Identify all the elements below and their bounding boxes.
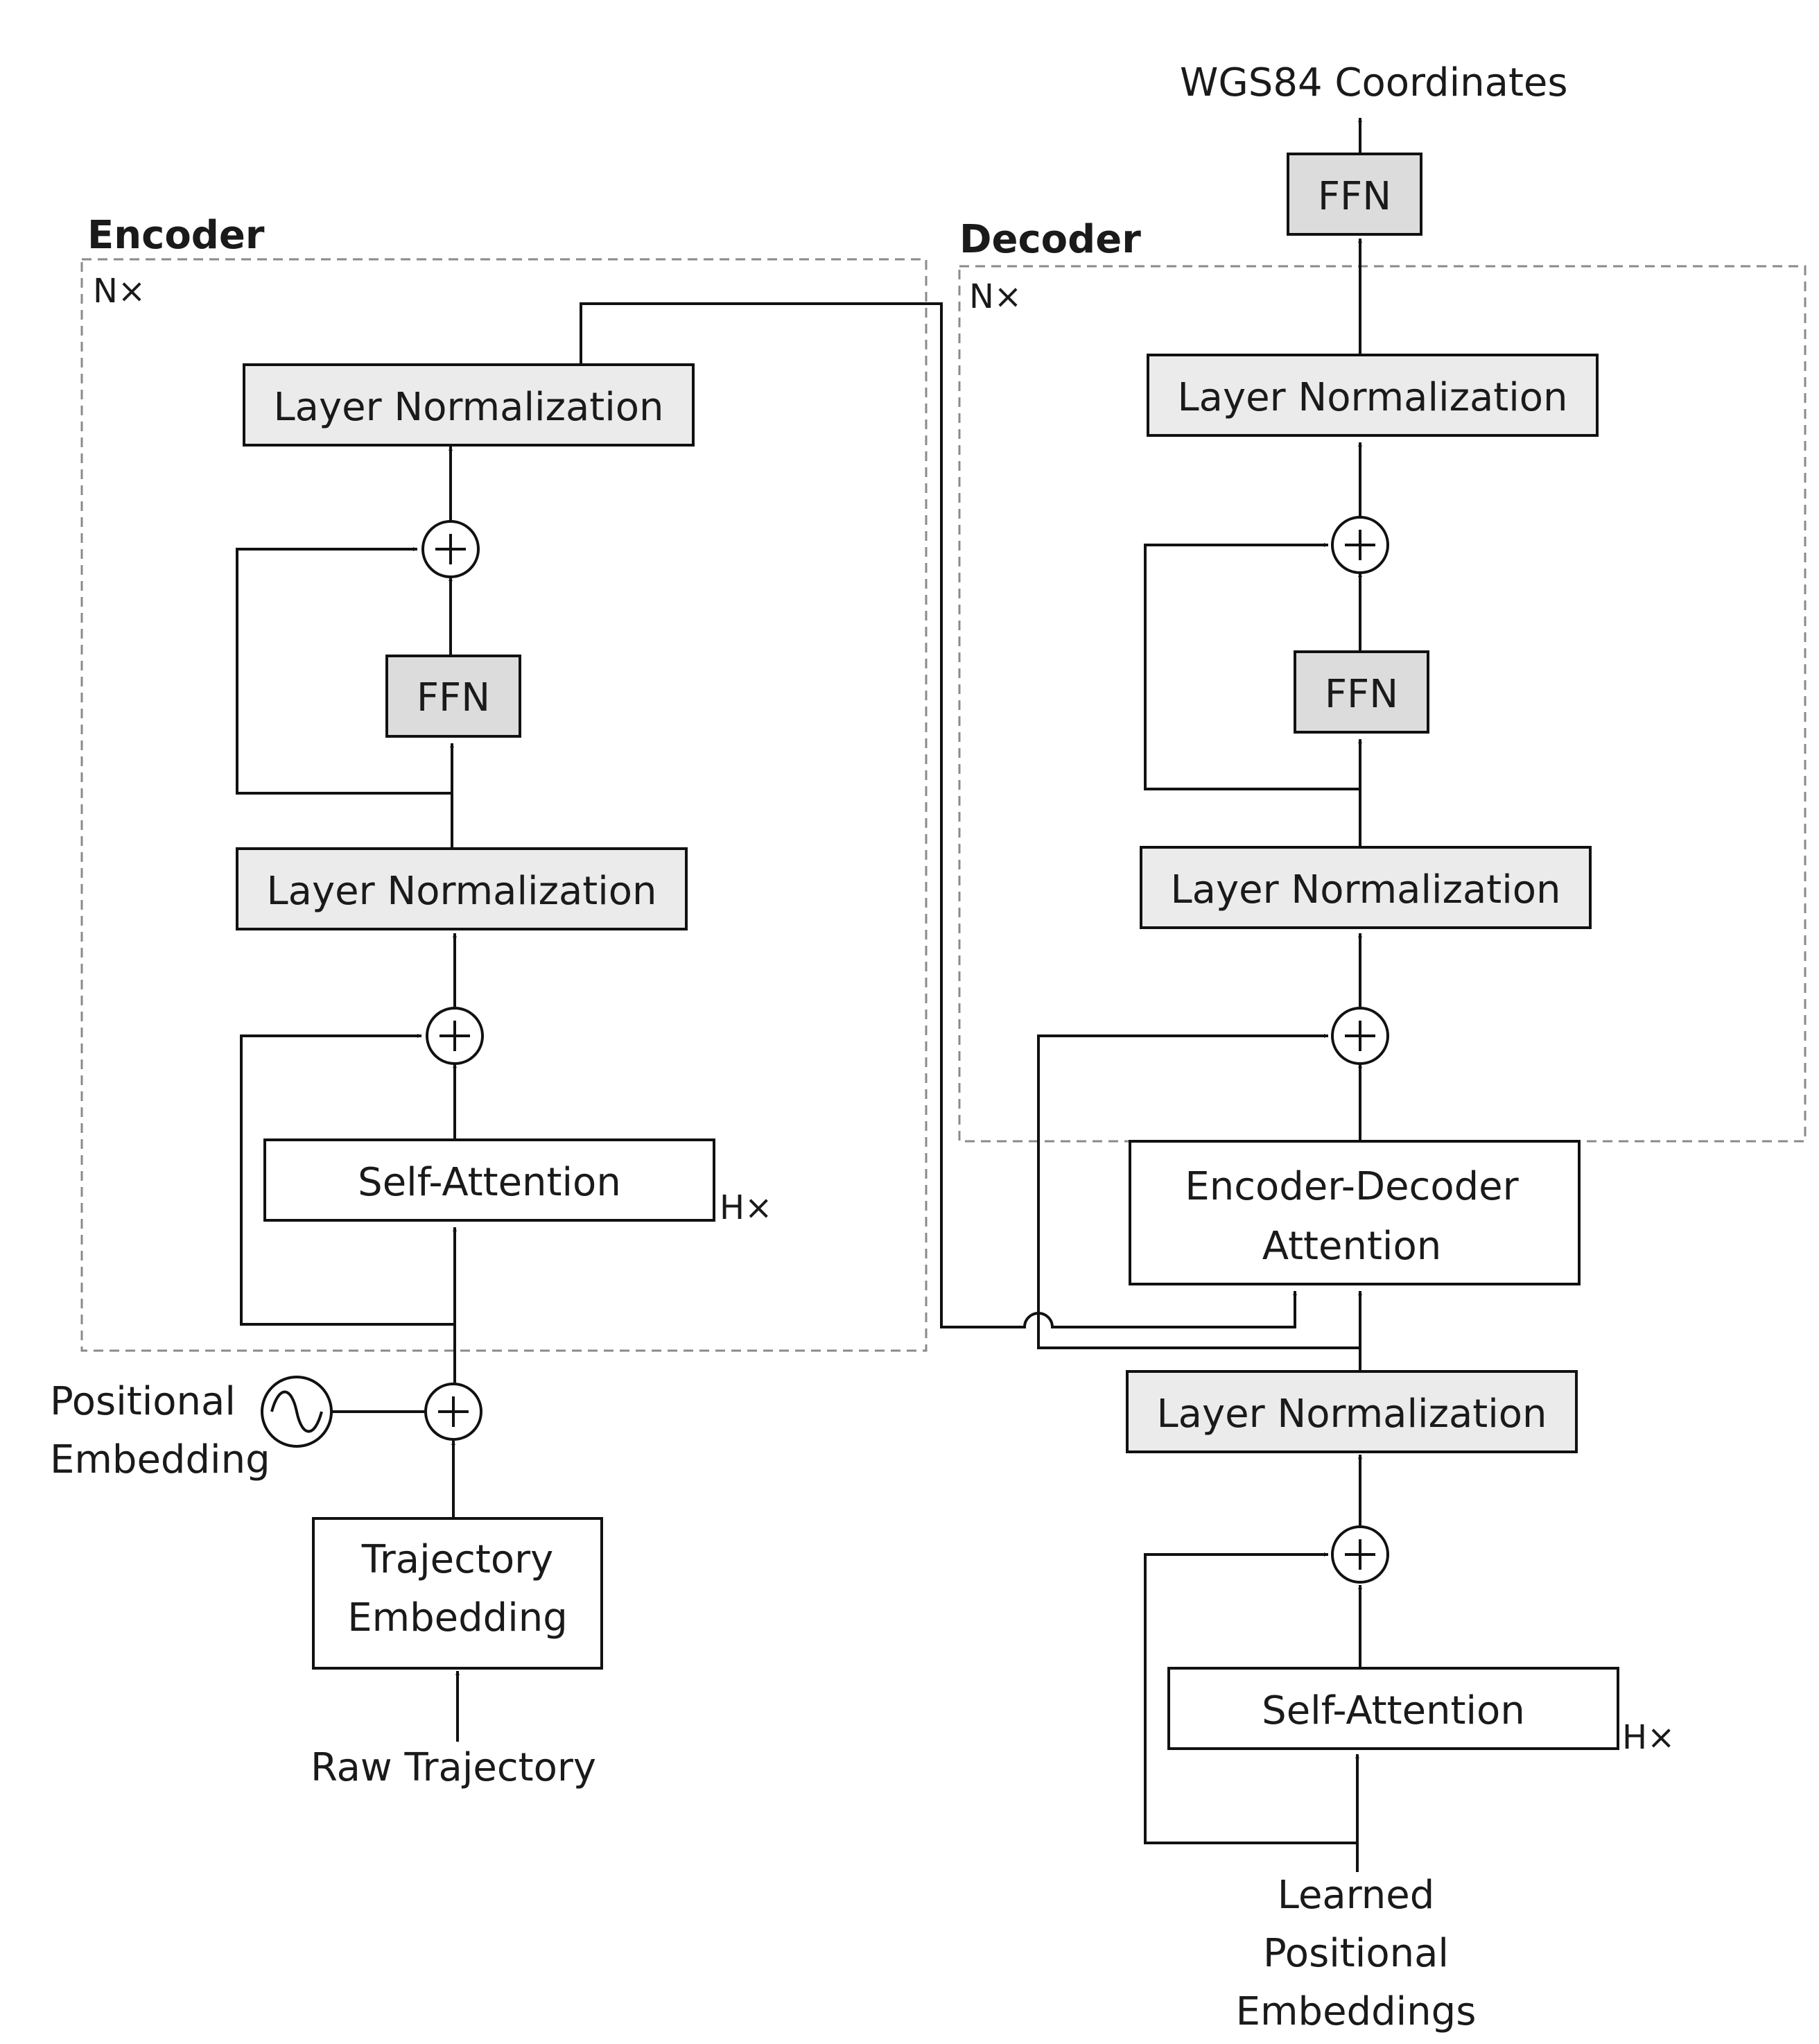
decoder-residual-1 (1144, 1552, 1357, 1844)
decoder-layer-norm-top-label: Layer Normalization (1177, 375, 1567, 420)
encoder-memory-connection (580, 302, 1297, 1328)
encoder-sum-top (421, 520, 480, 578)
learned-embeddings-label-line3: Embeddings (1236, 1989, 1477, 2034)
decoder-output-ffn-label: FFN (1318, 174, 1391, 219)
encoder-layer-norm-mid (236, 847, 688, 930)
encoder-self-attention-label: Self-Attention (358, 1160, 621, 1205)
decoder-repeat-label: N× (969, 277, 1022, 316)
encoder-repeat-label: N× (93, 272, 146, 311)
decoder-residual-3 (1144, 543, 1360, 790)
positional-embedding-label-line1: Positional (50, 1379, 236, 1424)
raw-trajectory-label: Raw Trajectory (311, 1745, 596, 1790)
positional-embedding-label-line2: Embedding (50, 1437, 270, 1482)
decoder-title: Decoder (959, 217, 1141, 262)
encoder-self-attention (263, 1138, 715, 1222)
decoder-layer-norm-bottom-label: Layer Normalization (1156, 1392, 1547, 1437)
encoder-heads-label: H× (720, 1188, 772, 1227)
decoder-sum-mid (1331, 1007, 1389, 1065)
trajectory-embedding-label-line2: Embedding (347, 1595, 568, 1640)
decoder-self-attention-label: Self-Attention (1262, 1688, 1525, 1733)
trajectory-embedding (312, 1517, 603, 1670)
learned-embeddings-label-line1: Learned (1278, 1873, 1435, 1918)
encoder-decoder-attention-label-line2: Attention (1262, 1224, 1441, 1269)
decoder-layer-norm-bottom (1126, 1370, 1578, 1453)
decoder-sum-bottom (1331, 1525, 1389, 1584)
decoder-layer-norm-mid (1140, 846, 1592, 929)
decoder-heads-label: H× (1622, 1718, 1675, 1757)
decoder-ffn-label: FFN (1325, 672, 1398, 717)
encoder-decoder-attention (1129, 1140, 1581, 1285)
decoder-residual-2 (1037, 1034, 1360, 1349)
encoder-layer-norm-mid-label: Layer Normalization (266, 869, 656, 914)
trajectory-embedding-label-line1: Trajectory (361, 1537, 554, 1582)
sine-wave-icon (261, 1376, 333, 1448)
encoder-sum-positional (424, 1383, 482, 1441)
decoder-self-attention (1167, 1667, 1619, 1750)
encoder-layer-norm-top-label: Layer Normalization (273, 385, 663, 430)
decoder-layer-norm-mid-label: Layer Normalization (1170, 867, 1560, 912)
decoder-output-ffn (1287, 153, 1422, 236)
decoder-connections (1037, 239, 1362, 1872)
encoder-residual-1 (240, 1034, 455, 1326)
encoder-sum-mid (426, 1007, 484, 1065)
encoder-residual-2 (236, 547, 452, 795)
encoder-ffn-label: FFN (417, 675, 490, 720)
decoder-ffn (1294, 650, 1429, 734)
encoder-title: Encoder (87, 213, 265, 258)
output-label: WGS84 Coordinates (1180, 60, 1568, 105)
encoder-block (80, 258, 928, 1352)
decoder-layer-norm-top (1147, 354, 1599, 437)
encoder-ffn (385, 655, 521, 738)
decoder-sum-top (1331, 516, 1389, 574)
encoder-layer-norm-top (243, 363, 695, 447)
encoder-decoder-attention-label-line1: Encoder-Decoder (1185, 1164, 1519, 1209)
learned-embeddings-label-line2: Positional (1263, 1931, 1449, 1976)
